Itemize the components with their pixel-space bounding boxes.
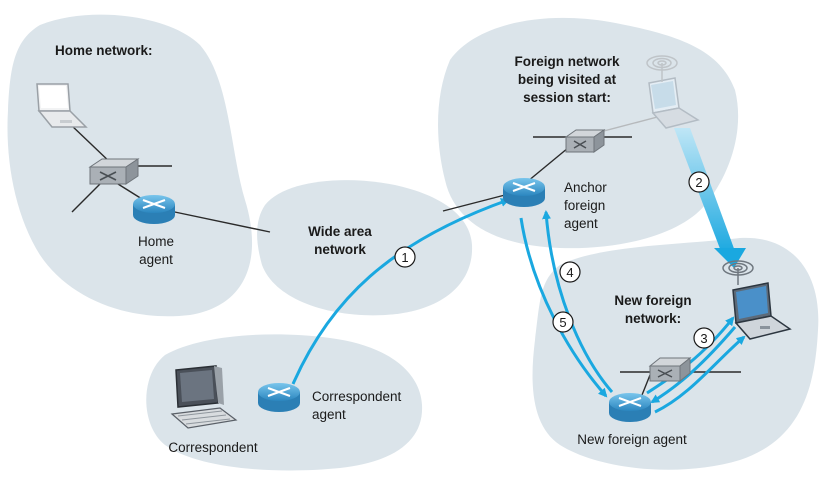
handoff-arrowhead	[714, 248, 746, 268]
correspondent-agent-label-line1: Correspondent	[312, 389, 402, 404]
antenna-old-icon	[646, 55, 678, 82]
flow-1-arrow	[291, 198, 510, 385]
home-agent-router-icon	[133, 195, 175, 224]
antenna-new-icon	[722, 260, 754, 285]
foreign-network-title-line3: session start:	[523, 90, 611, 105]
mobile-laptop-new-icon	[732, 282, 792, 340]
step-3-marker: 3	[693, 327, 715, 349]
new-foreign-network-title-line2: network:	[625, 311, 681, 326]
step-1-marker: 1	[394, 246, 416, 268]
step-1-label: 1	[401, 250, 408, 265]
anchor-agent-label-line3: agent	[564, 216, 598, 231]
new-foreign-switch-icon	[648, 356, 692, 383]
step-4-marker: 4	[559, 261, 581, 283]
step-3-label: 3	[700, 331, 707, 346]
wireless-link-old	[599, 114, 666, 133]
mobile-laptop-old-icon	[648, 77, 700, 129]
new-foreign-network-title-line1: New foreign	[614, 293, 691, 308]
correspondent-label: Correspondent	[168, 440, 258, 455]
new-foreign-agent-label: New foreign agent	[577, 432, 687, 447]
foreign-switch-icon	[564, 129, 606, 153]
wan-title-line1: Wide area	[308, 224, 372, 239]
correspondent-agent-label-line2: agent	[312, 407, 346, 422]
home-agent-label-line2: agent	[139, 252, 173, 267]
step-4-label: 4	[566, 265, 573, 280]
home-network-title: Home network:	[55, 43, 153, 58]
flow-3-lower-arrow	[650, 326, 737, 404]
step-2-label: 2	[695, 175, 702, 190]
anchor-agent-router-icon	[503, 178, 545, 207]
home-switch-icon	[88, 158, 140, 185]
anchor-agent-label-line1: Anchor	[564, 180, 607, 195]
wide-area-network-cloud	[257, 180, 473, 316]
foreign-network-title-line2: being visited at	[518, 72, 617, 87]
new-foreign-agent-router-icon	[609, 393, 651, 422]
home-laptop-icon	[36, 83, 88, 128]
anchor-agent-label-line2: foreign	[564, 198, 605, 213]
step-5-marker: 5	[552, 311, 574, 333]
step-2-marker: 2	[688, 171, 710, 193]
foreign-network-title-line1: Foreign network	[514, 54, 619, 69]
handoff-beam	[674, 128, 736, 254]
correspondent-agent-router-icon	[258, 383, 300, 412]
flow-3-return-arrow	[654, 335, 746, 414]
step-5-label: 5	[559, 315, 566, 330]
cables	[69, 123, 741, 373]
wan-title-line2: network	[314, 242, 366, 257]
correspondent-computer-icon	[170, 365, 238, 429]
home-agent-label-line1: Home	[138, 234, 174, 249]
